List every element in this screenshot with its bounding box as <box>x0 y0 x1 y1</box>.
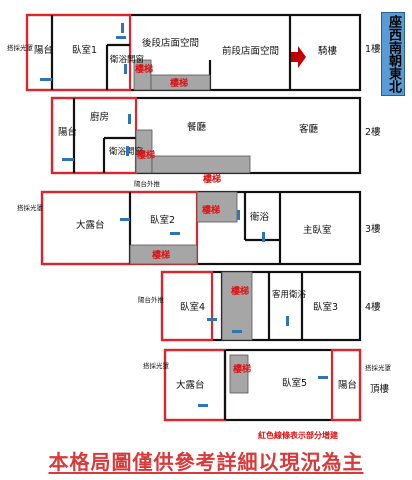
disclaimer: 本格局圖僅供參考詳細以現況為主 <box>48 450 364 474</box>
floor-3-label: 3樓 <box>365 223 381 235</box>
door-marker <box>116 36 126 39</box>
room-guest-bath: 客用衛浴 <box>272 289 307 300</box>
stair-roof <box>229 354 249 394</box>
room-front-shop: 前段店面空間 <box>222 45 279 57</box>
stair-label-2b: 樓梯 <box>203 173 221 185</box>
side-note-2: 陽台外推 <box>134 179 161 188</box>
floor-1-label: 1樓 <box>365 43 381 55</box>
room-rear-shop: 後段店面空間 <box>142 37 199 49</box>
door-marker <box>120 218 130 221</box>
door-marker <box>124 64 127 74</box>
stair-4 <box>221 271 253 341</box>
room-living: 客廳 <box>299 123 319 135</box>
door-marker <box>286 316 289 326</box>
door-marker <box>318 376 328 379</box>
door-marker <box>262 232 265 242</box>
room-balcony-1: 陽台 <box>34 44 53 56</box>
room-bedroom-4: 臥室4 <box>180 301 205 313</box>
stair-label-1b: 樓梯 <box>170 77 188 89</box>
room-bedroom-2: 臥室2 <box>150 214 175 226</box>
room-master: 主臥室 <box>303 224 332 236</box>
room-bath-3: 衛浴 <box>250 211 270 223</box>
floor-4: 臥室4 樓梯 客用衛浴 臥室3 陽台外推 4樓 <box>138 270 381 342</box>
side-note-1: 搭採光罩 <box>7 43 34 52</box>
floor-1: 陽台 臥室1 衛浴開窗 樓梯 樓梯 後段店面空間 前段店面空間 騎樓 搭採光罩 … <box>7 13 381 92</box>
orientation-badge: 座西南朝東北 <box>381 12 405 96</box>
stair-label-3b: 樓梯 <box>152 249 170 261</box>
side-note-5b: 搭採光罩 <box>365 363 392 372</box>
floor-2: 陽台 廚房 衛浴開窗 樓梯 餐廳 客廳 樓梯 陽台外推 2樓 <box>50 96 381 188</box>
side-note-4: 陽台外推 <box>138 295 165 304</box>
door-marker <box>128 114 131 124</box>
room-arcade: 騎樓 <box>318 45 338 57</box>
room-dining: 餐廳 <box>187 121 207 133</box>
stair-2a <box>135 129 153 174</box>
side-note-3: 搭採光罩 <box>17 203 44 212</box>
floor-4-addition <box>160 270 214 342</box>
floor-roof: 大露台 樓梯 臥室5 陽台 搭採光罩 搭採光罩 頂樓 <box>143 348 392 422</box>
door-marker <box>121 23 124 33</box>
stair-2b <box>151 155 251 174</box>
side-note-5a: 搭採光罩 <box>143 361 170 370</box>
stair-label-4: 樓梯 <box>231 285 249 297</box>
room-kitchen: 廚房 <box>90 111 109 123</box>
door-marker <box>232 330 242 333</box>
room-bedroom-5: 臥室5 <box>282 377 307 389</box>
stair-label-2a: 樓梯 <box>137 149 155 161</box>
stair-3b <box>129 244 198 265</box>
floor-3: 大露台 臥室2 樓梯 衛浴 主臥室 樓梯 搭採光罩 3樓 <box>17 190 381 266</box>
room-terrace-roof: 大露台 <box>176 379 205 391</box>
stair-1b <box>150 74 211 91</box>
floor-roof-addition-right <box>330 348 362 422</box>
room-balcony-roof: 陽台 <box>338 379 357 391</box>
door-marker <box>198 404 208 407</box>
door-marker <box>170 232 180 235</box>
door-marker <box>62 158 74 161</box>
door-marker <box>237 210 240 220</box>
stair-label-3a: 樓梯 <box>202 204 220 216</box>
room-bedroom-3: 臥室3 <box>313 301 338 313</box>
room-bath-1: 衛浴開窗 <box>110 54 144 65</box>
door-marker <box>126 146 129 156</box>
floor-1-addition <box>25 13 132 92</box>
entry-arrow <box>291 46 306 68</box>
floor-4-label: 4樓 <box>365 301 381 313</box>
stair-label-1a: 樓梯 <box>135 63 153 75</box>
red-line-note: 紅色線條表示部分增建 <box>258 431 338 440</box>
stair-label-roof: 樓梯 <box>233 363 251 375</box>
floor-2-label: 2樓 <box>365 126 381 138</box>
floor-3-addition <box>40 190 199 266</box>
floor-roof-label: 頂樓 <box>370 383 390 395</box>
room-terrace-3: 大露台 <box>76 219 105 231</box>
room-bedroom-1: 臥室1 <box>72 44 97 56</box>
door-marker <box>40 78 52 81</box>
stair-3a <box>196 191 238 223</box>
door-marker <box>207 318 217 321</box>
room-balcony-2: 陽台 <box>58 126 77 138</box>
